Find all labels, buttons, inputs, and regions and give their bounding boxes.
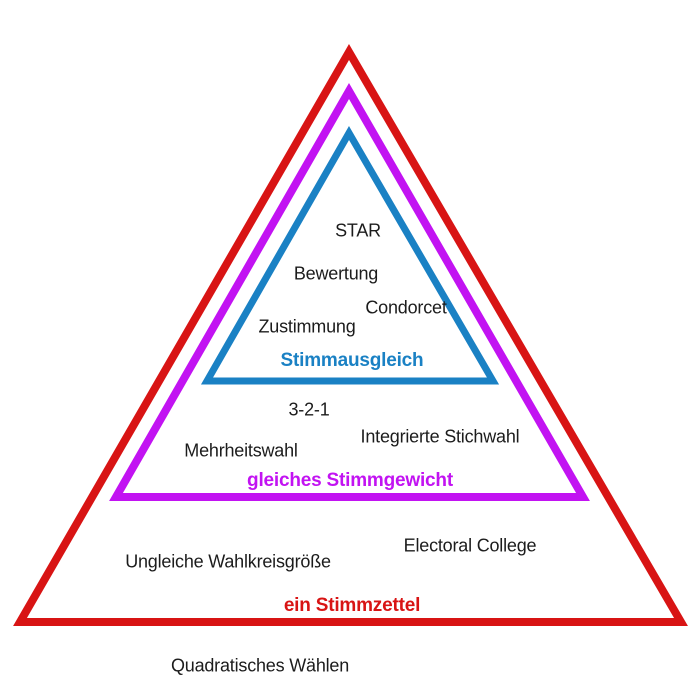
triangle-gleiches-stimmgewicht	[109, 82, 590, 501]
method-quadratisches-waehlen: Quadratisches Wählen	[170, 655, 350, 676]
triangle-stimmausgleich	[200, 125, 500, 385]
method-condorcet: Condorcet	[365, 297, 447, 318]
layer-label-gleiches-stimmgewicht: gleiches Stimmgewicht	[247, 470, 453, 491]
method-zustimmung: Zustimmung	[258, 316, 356, 337]
method-star: STAR	[335, 220, 381, 241]
method-integrierte-stichwahl: Integrierte Stichwahl	[360, 426, 520, 447]
method-3-2-1: 3-2-1	[288, 399, 330, 420]
layer-label-ein-stimmzettel: ein Stimmzettel	[283, 595, 421, 616]
method-mehrheitswahl: Mehrheitswahl	[184, 440, 298, 461]
method-ungleiche-wahlkreisgroesse: Ungleiche Wahlkreisgröße	[125, 551, 331, 572]
method-electoral-college: Electoral College	[403, 535, 537, 556]
layer-label-stimmausgleich: Stimmausgleich	[280, 350, 424, 371]
method-bewertung: Bewertung	[293, 263, 379, 284]
triangle-ein-stimmzettel	[13, 44, 688, 626]
